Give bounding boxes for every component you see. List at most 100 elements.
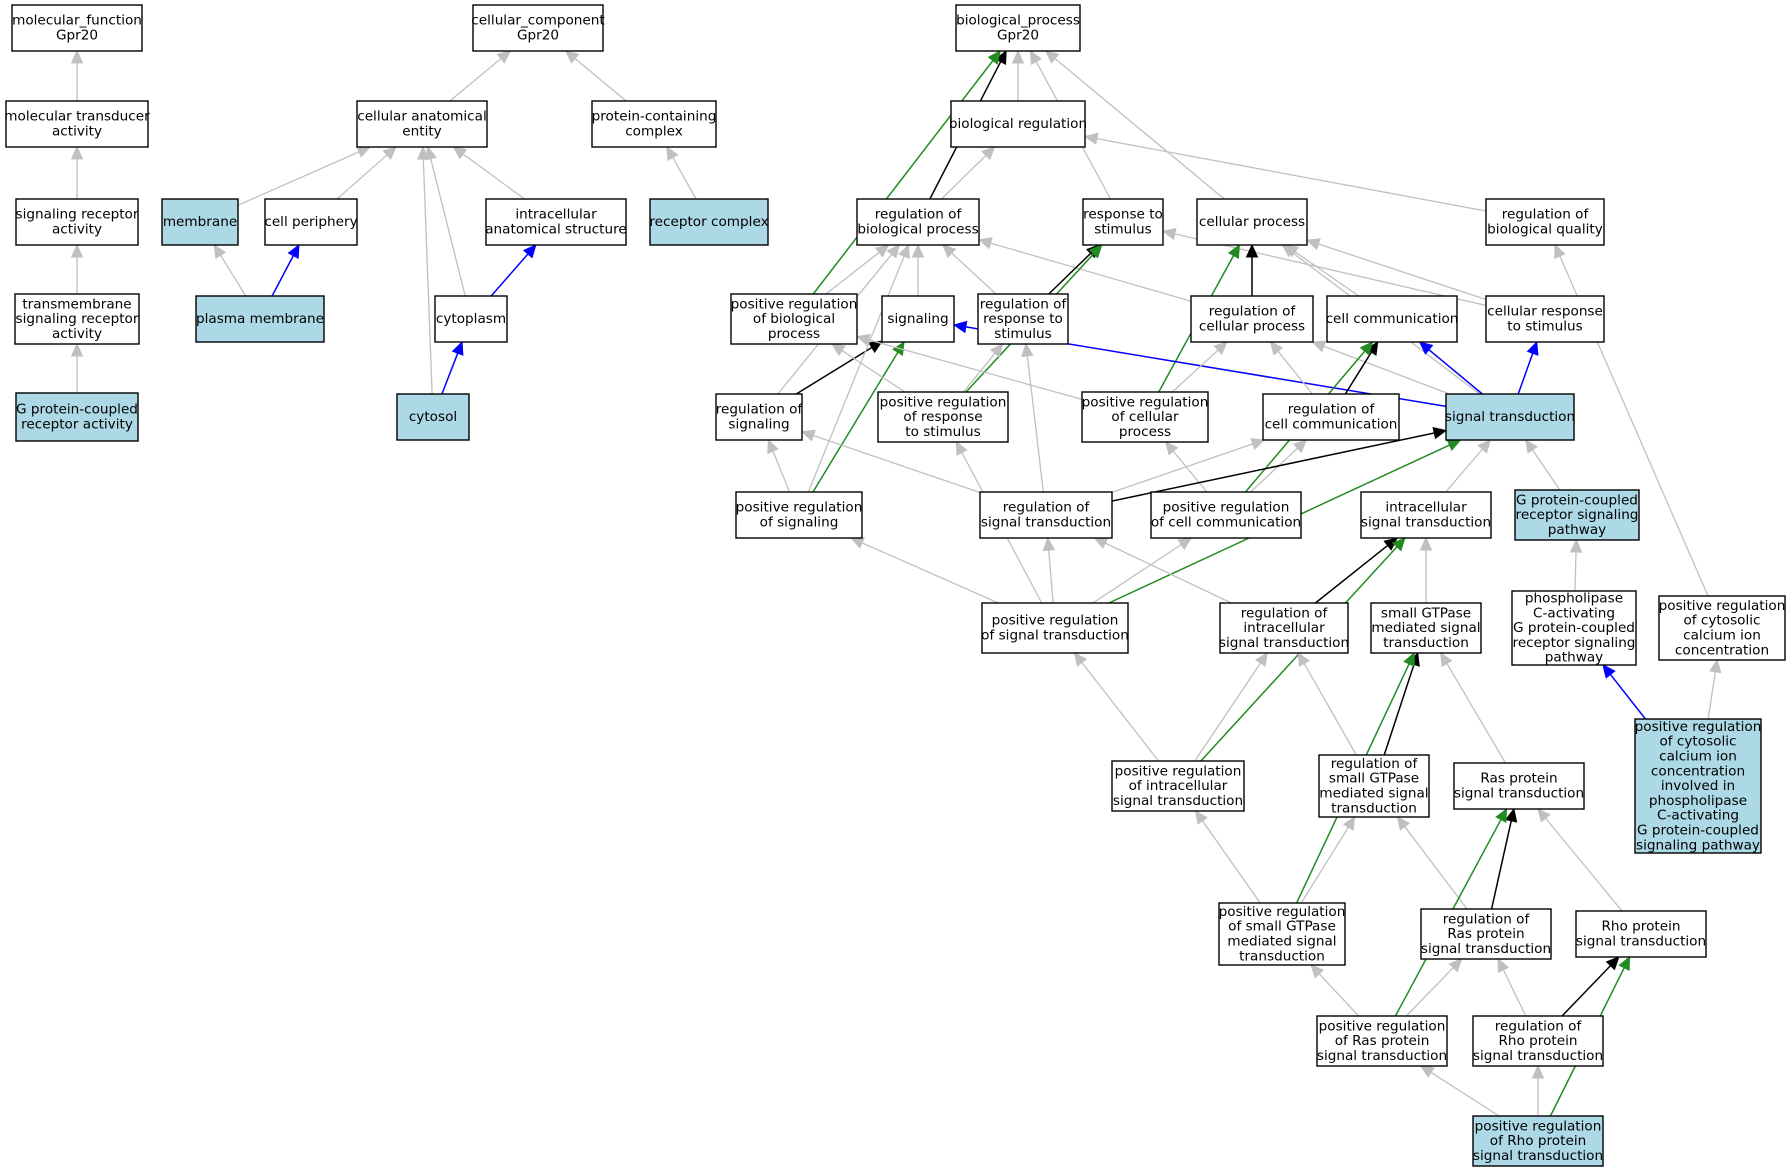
edge-line <box>990 242 1192 302</box>
node-label-line: signal transduction <box>1473 1148 1603 1164</box>
edge-prst-to-prcc <box>1092 537 1193 604</box>
edge-arrowhead <box>1419 1065 1435 1079</box>
node-label-line: of small GTPase <box>1228 919 1336 935</box>
edge-pcc-to-cc <box>564 50 627 102</box>
node-box <box>950 100 1086 148</box>
node-label-line: regulation of <box>1443 911 1531 927</box>
edge-line <box>441 352 459 395</box>
node-box <box>1196 198 1308 246</box>
node-label-line: stimulus <box>1094 222 1152 238</box>
node-box <box>1575 910 1707 958</box>
edge-mta-to-mf <box>70 49 84 101</box>
go-term-node-ccomm[interactable]: cell communication <box>1326 295 1459 343</box>
node-label-line: regulation of <box>1495 1018 1583 1034</box>
node-box <box>981 602 1129 654</box>
node-label-line: signaling receptor <box>16 311 139 327</box>
node-label-line: receptor signaling <box>1516 507 1639 523</box>
edge-arrowhead <box>994 49 1007 65</box>
go-term-node-cytosol[interactable]: cytosol <box>396 393 470 441</box>
node-label-line: protein-containing <box>592 109 717 125</box>
go-term-node-rc[interactable]: receptor complex <box>649 198 769 246</box>
edge-line <box>1294 251 1360 297</box>
go-term-node-cperiph[interactable]: cell periphery <box>264 198 358 246</box>
edge-line <box>795 346 873 395</box>
edge-line <box>1092 544 1182 604</box>
node-label-line: phospholipase <box>1525 591 1623 607</box>
node-box <box>955 4 1081 52</box>
edge-line <box>1111 443 1253 493</box>
node-label-line: positive regulation <box>1163 500 1290 516</box>
node-box <box>1658 595 1786 661</box>
node-label-line: receptor activity <box>21 417 133 433</box>
edge-arrowhead <box>1403 651 1415 667</box>
edge-arrowhead <box>1281 244 1297 258</box>
node-label-line: signal transduction <box>1219 635 1349 651</box>
go-term-node-st[interactable]: signal transduction <box>1445 393 1575 441</box>
go-term-node-cyto[interactable]: cytoplasm <box>434 295 508 343</box>
edge-line <box>1405 967 1454 1017</box>
edge-line <box>1081 662 1160 762</box>
node-label-line: molecular transducer <box>4 109 150 125</box>
node-label-line: cell communication <box>1265 417 1398 433</box>
edge-cae-to-cc <box>449 50 512 102</box>
node-label-line: process <box>1119 424 1171 440</box>
node-label-line: of cytosolic <box>1659 734 1736 750</box>
edge-line <box>1561 965 1612 1017</box>
edge-arrowhead <box>1311 340 1327 353</box>
node-label-line: small GTPase <box>1329 771 1419 787</box>
go-term-node-sig[interactable]: signaling <box>881 295 955 343</box>
go-term-node-breg[interactable]: biological regulation <box>949 100 1087 148</box>
go-term-node-pm[interactable]: plasma membrane <box>195 295 325 343</box>
go-term-node-membrane[interactable]: membrane <box>161 198 239 246</box>
go-term-node-cp[interactable]: cellular process <box>1196 198 1308 246</box>
node-label-line: positive regulation <box>1219 904 1346 920</box>
edge-line <box>219 254 247 297</box>
edge-line <box>1048 252 1092 295</box>
node-label-line: biological regulation <box>949 116 1087 132</box>
node-label-line: of Ras protein <box>1335 1033 1430 1049</box>
node-box <box>591 100 717 148</box>
node-label-line: G protein-coupled <box>1516 492 1638 508</box>
